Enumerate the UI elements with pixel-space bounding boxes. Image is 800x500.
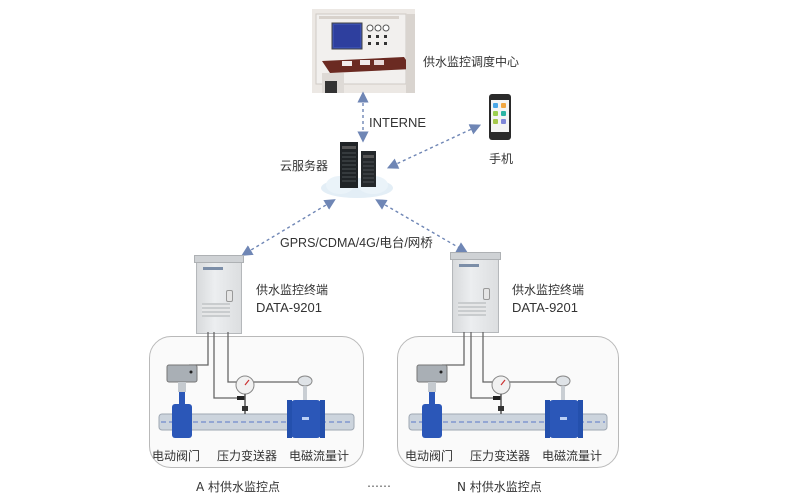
mobile-label: 手机: [489, 152, 514, 166]
terminal-cabinet-n: [450, 252, 501, 333]
pressure-transmitter-icon: [491, 375, 511, 414]
cloud-server: [318, 138, 396, 200]
site-a-device-valve: 电动阀门: [152, 449, 201, 463]
electromagnetic-flowmeter-icon: [287, 375, 325, 438]
site-n-device-pressure: 压力变送器: [470, 449, 531, 463]
site-a-title: A 村供水监控点: [196, 480, 281, 494]
site-n-equipment: [408, 332, 608, 438]
electromagnetic-flowmeter-icon: [545, 375, 583, 438]
mobile-phone: [489, 94, 511, 140]
control-console-icon: [312, 9, 415, 93]
site-a-device-pressure: 压力变送器: [217, 449, 278, 463]
electric-valve-icon: [166, 364, 198, 438]
site-n-title: N 村供水监控点: [457, 480, 542, 494]
mobile-link: [386, 124, 482, 169]
terminal-cabinet-a: [194, 255, 244, 334]
cloud-server-label: 云服务器: [280, 159, 329, 173]
terminal-a-model: DATA-9201: [256, 300, 322, 315]
internet-label: INTERNE: [369, 115, 427, 130]
smartphone-icon: [489, 94, 511, 140]
site-n-device-flowmeter: 电磁流量计: [542, 449, 603, 463]
pressure-transmitter-icon: [235, 375, 255, 414]
signal-wires: [442, 332, 557, 399]
terminal-a-link: [241, 199, 336, 256]
terminal-n-link: [375, 199, 468, 253]
site-n-device-valve: 电动阀门: [405, 449, 454, 463]
electric-valve-icon: [416, 364, 448, 438]
terminal-n-name: 供水监控终端: [512, 283, 585, 297]
control-center-label: 供水监控调度中心: [423, 55, 520, 69]
ellipsis: ……: [367, 476, 391, 490]
cloud-server-icon: [321, 142, 393, 198]
terminal-a-name: 供水监控终端: [256, 283, 329, 297]
terminal-n-model: DATA-9201: [512, 300, 578, 315]
site-a-device-flowmeter: 电磁流量计: [289, 449, 350, 463]
network-label: GPRS/CDMA/4G/电台/网桥: [280, 236, 433, 250]
control-center-image: [312, 9, 415, 93]
site-a-equipment: [158, 332, 355, 438]
